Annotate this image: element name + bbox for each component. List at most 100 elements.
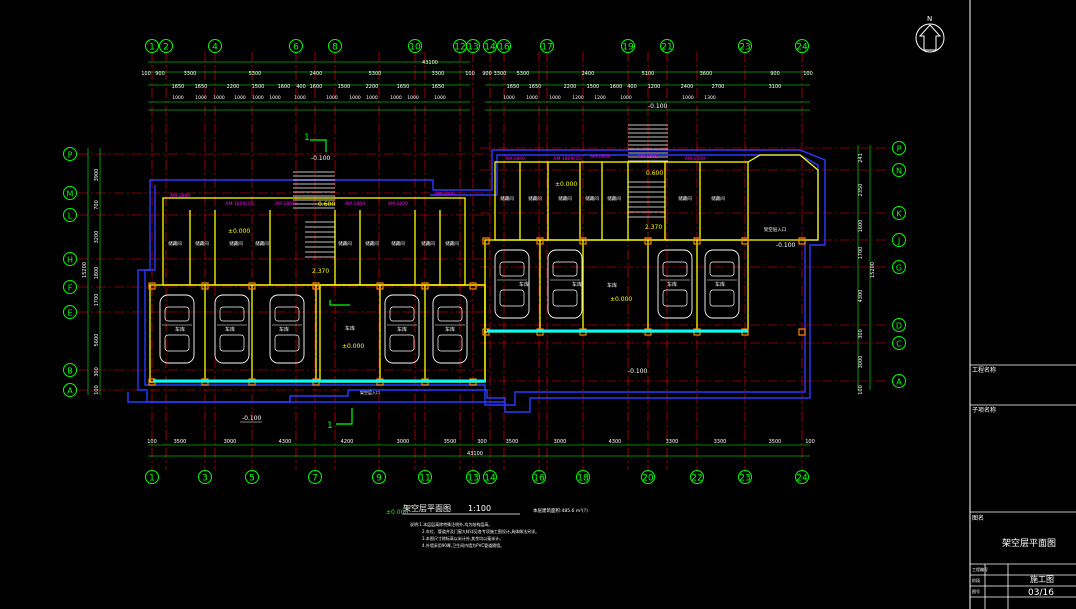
axis-bubble-left — [63, 186, 77, 200]
column — [201, 282, 209, 290]
axis-bubble-right — [892, 206, 906, 220]
axis-bubble-left — [63, 383, 77, 397]
dim-top-row2: 2200 — [564, 84, 577, 90]
room-label-storage: 储藏间 — [338, 240, 352, 247]
axis-label-bottom: 7 — [312, 474, 318, 484]
dim-left-side: 3900 — [94, 169, 100, 182]
axis-bubble-right — [892, 141, 906, 155]
door-tag: AM-1809(35) — [225, 201, 255, 207]
axis-label-top: 2 — [163, 43, 169, 53]
car — [384, 294, 420, 364]
room-label-garage: 车库 — [519, 281, 529, 288]
north-arrow: N — [915, 15, 945, 53]
dim-bottom-row: 300 — [477, 439, 487, 445]
axis-label-bottom: 9 — [376, 474, 382, 484]
dim-left-side: 300 — [94, 367, 100, 377]
room-label-storage: 储藏间 — [500, 195, 514, 202]
dim-top-row3: 1000 — [366, 95, 378, 101]
axis-bubble-top — [466, 39, 480, 53]
car — [432, 294, 468, 364]
dim-bottom-total: 43100 — [467, 451, 483, 457]
axis-bubble-bottom — [483, 470, 497, 484]
dim-top-row3: 1000 — [407, 95, 419, 101]
room-label-entry: 架空层入口 — [764, 226, 787, 233]
door-tag: AM-1809 — [505, 156, 525, 162]
car-rear-window — [709, 289, 735, 307]
dim-top-row3: 1000 — [526, 95, 538, 101]
axis-label-top: 17 — [541, 43, 552, 53]
section-mark-top: 1 — [304, 133, 310, 143]
dim-top-row2: 1650 — [529, 84, 542, 90]
axis-label-bottom: 16 — [533, 474, 545, 484]
note-4: 4.外墙采用90厚,卫生间内墙为PVC管道隔墙。 — [422, 542, 504, 548]
wall-east-entry — [747, 154, 819, 241]
car — [159, 294, 195, 364]
dim-top-row2: 1200 — [648, 84, 661, 90]
tb-phase: 施工图 — [1030, 574, 1054, 584]
dim-top-row1: 5300 — [517, 71, 530, 77]
axis-bubble-left — [63, 208, 77, 222]
axis-label-bottom: 14 — [484, 474, 496, 484]
dim-top-row3: 1000 — [503, 95, 515, 101]
car-body — [547, 249, 583, 319]
axis-label-right: C — [896, 340, 902, 349]
car-windshield — [499, 261, 525, 277]
column — [469, 282, 477, 290]
axis-bubble-top — [208, 39, 222, 53]
car-body — [269, 294, 305, 364]
axis-bubble-bottom — [418, 470, 432, 484]
car-rear-window — [274, 334, 300, 352]
column — [798, 328, 806, 336]
parked-cars — [159, 249, 740, 364]
dim-top-row2: 3100 — [769, 84, 782, 90]
room-label-garage: 车库 — [667, 281, 677, 288]
elevation-low-right: -0.100 — [628, 368, 648, 375]
dim-top-row3: 1000 — [252, 95, 264, 101]
dim-bottom-row: 3500 — [506, 439, 519, 445]
axis-label-top: 6 — [293, 43, 299, 53]
axis-label-top: 8 — [332, 43, 338, 53]
title-elevation: ±0.000 — [386, 509, 408, 516]
axis-bubble-top — [795, 39, 809, 53]
dim-top-row2: 1500 — [338, 84, 351, 90]
dim-bottom-row: 3000 — [554, 439, 567, 445]
car-body — [432, 294, 468, 364]
dim-left-side: 700 — [94, 200, 100, 210]
axis-label-right: N — [896, 167, 902, 176]
door-tag: AM-1809 — [590, 154, 610, 160]
car-windshield — [219, 306, 245, 322]
dim-left-side: 1700 — [94, 294, 100, 307]
room-label-storage: 储藏间 — [607, 195, 621, 202]
axis-label-bottom: 18 — [577, 474, 589, 484]
axis-label-left: A — [67, 387, 73, 396]
axis-label-bottom: 1 — [149, 474, 155, 484]
dim-top-row3: 1000 — [434, 95, 446, 101]
axis-bubble-top — [159, 39, 173, 53]
axis-label-left: P — [68, 151, 73, 160]
room-label-garage: 车库 — [715, 281, 725, 288]
dim-top-row1: 900 — [770, 71, 780, 77]
axis-bubble-right — [892, 260, 906, 274]
dim-top-row3: 1000 — [172, 95, 184, 101]
dim-top-row3: 1000 — [682, 95, 694, 101]
dim-top-row2: 2200 — [227, 84, 240, 90]
dim-top-row2: 1500 — [587, 84, 600, 90]
axis-label-bottom: 11 — [419, 474, 430, 484]
room-label-garage: 车库 — [607, 282, 617, 289]
door-tag: AM-1809 — [435, 191, 455, 197]
axis-label-top: 23 — [739, 43, 750, 53]
tb-row3: 图号 — [972, 588, 980, 594]
room-label-entry-south: 架空层入口 — [360, 389, 380, 395]
dim-top-row2: 2700 — [712, 84, 725, 90]
wall-rect — [494, 161, 749, 241]
room-label-storage: 储藏间 — [391, 240, 405, 247]
elevation-local-right: 0.600 — [646, 170, 663, 177]
dim-top-row2: 1650 — [172, 84, 185, 90]
north-label: N — [927, 15, 932, 23]
dim-top-row3: 1000 — [195, 95, 207, 101]
column — [312, 282, 320, 290]
car-rear-window — [219, 334, 245, 352]
room-label-storage: 储藏间 — [195, 240, 209, 247]
dim-top-row2: 1600 — [610, 84, 623, 90]
